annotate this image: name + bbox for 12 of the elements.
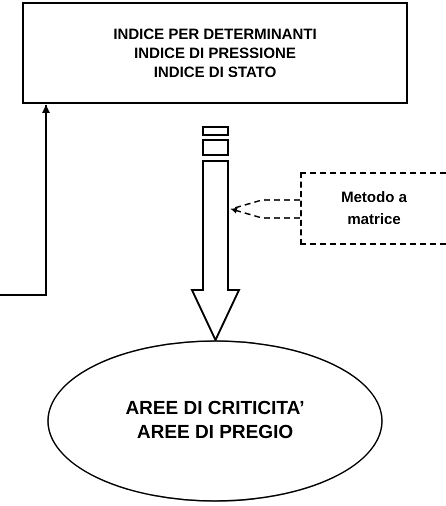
node-text: INDICE PER DETERMINANTI	[113, 24, 317, 44]
process-box	[22, 2, 408, 104]
arrow	[0, 105, 50, 296]
node-text: AREE DI PREGIO	[136, 421, 294, 445]
node-text: INDICE DI STATO	[154, 62, 276, 82]
node-text: Metodo a matrice	[340, 188, 408, 230]
note-box	[300, 172, 446, 245]
node-text: INDICE DI PRESSIONE	[134, 44, 296, 62]
block-arrow	[190, 126, 241, 342]
result-ellipse	[47, 340, 383, 502]
dashed-pointer	[230, 199, 301, 219]
node-text: AREE DI CRITICITA’	[125, 397, 305, 421]
